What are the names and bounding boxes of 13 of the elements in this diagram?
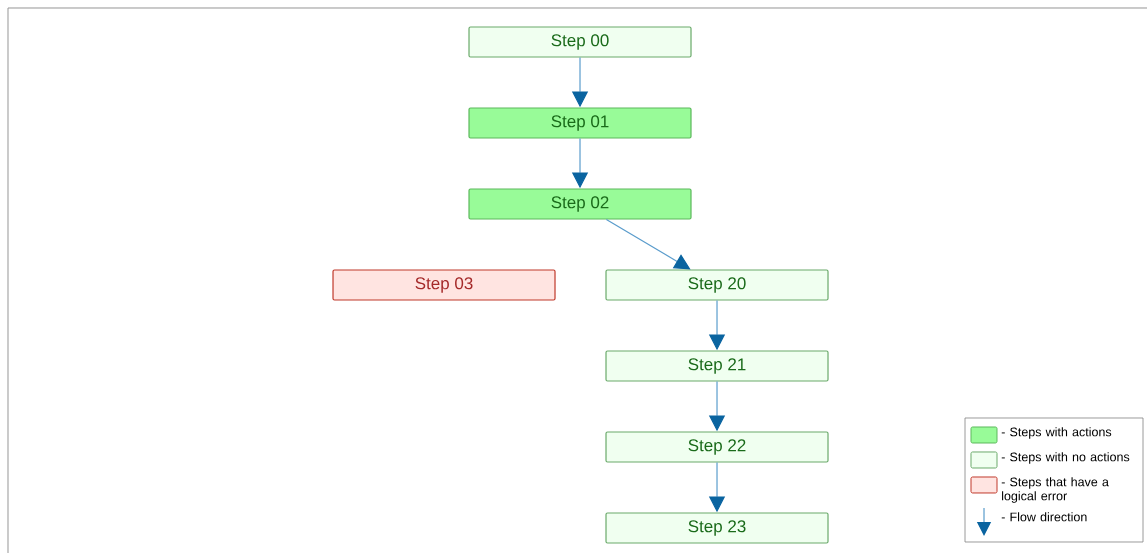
step-box: Step 02 — [468, 188, 692, 220]
arrow — [605, 219, 691, 270]
step-box: Step 01 — [468, 107, 692, 139]
step-box: Step 21 — [605, 350, 829, 382]
step-box: Step 20 — [605, 269, 829, 301]
step-box: Step 00 — [468, 26, 692, 58]
step-box: Step 23 — [605, 512, 829, 544]
legend-text: - Flow direction — [1001, 512, 1087, 522]
step-box: Step 22 — [605, 431, 829, 463]
legend-text: - Steps with actions — [1001, 427, 1112, 439]
legend-text: - Steps with no actions — [1001, 452, 1130, 464]
step-box: Step 03 — [332, 269, 556, 301]
legend-text: - Steps that have a logical error — [1001, 477, 1109, 503]
